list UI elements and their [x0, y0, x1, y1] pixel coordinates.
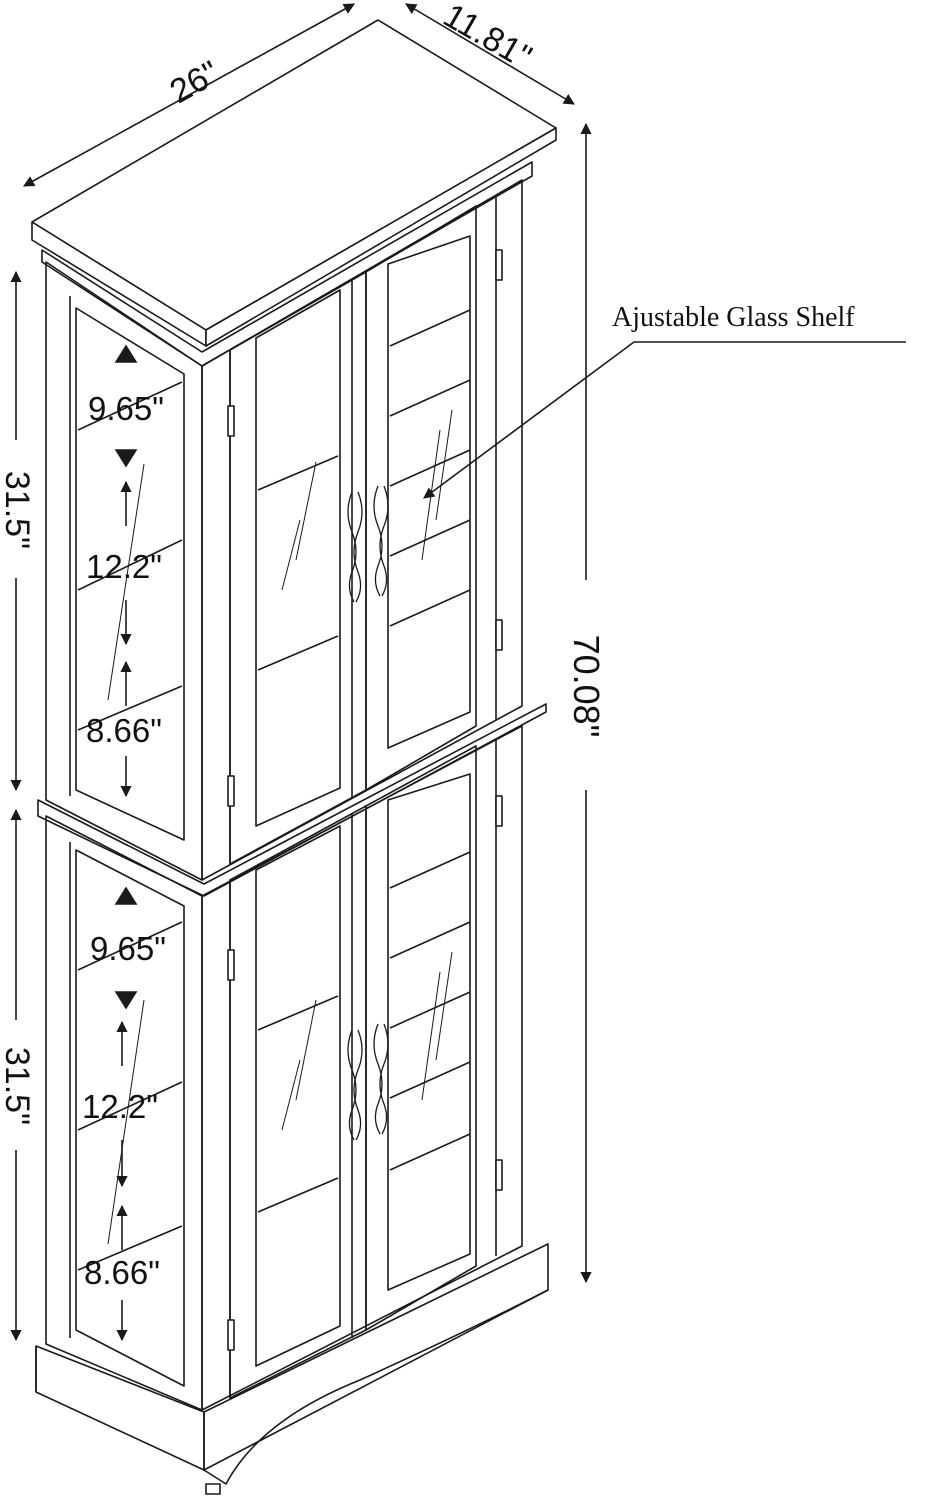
lower-section-label: 31.5" [0, 1047, 36, 1125]
width-dimension-line [23, 3, 355, 187]
dimension-lines [10, 3, 906, 1342]
lower-side-glass [75, 849, 185, 1387]
height-label: 70.08" [566, 635, 607, 738]
cabinet-drawing [31, 19, 557, 1495]
upper-front-frame [201, 179, 523, 881]
lower-arrow-1-down [114, 991, 138, 1010]
lower-arrow-1-up [114, 886, 138, 905]
cabinet-top-edge-right [205, 127, 557, 347]
width-label: 26" [164, 54, 226, 111]
upper-left-door-glass [255, 289, 341, 827]
crown-moulding [41, 161, 533, 367]
lower-right-door [365, 745, 477, 1331]
upper-arrow-1-up [114, 344, 138, 363]
upper-section-label: 31.5" [0, 471, 36, 549]
lower-left-door-glass [255, 825, 341, 1367]
lower-spacing-bottom: 8.66" [84, 1254, 160, 1291]
upper-spacing-bottom: 8.66" [86, 712, 162, 749]
upper-spacing-top: 9.65" [88, 390, 164, 427]
lower-front-frame [201, 725, 523, 1411]
cabinet-top-edge [31, 221, 207, 347]
lower-spacing-top: 9.65" [90, 930, 166, 967]
lower-left-door [229, 805, 367, 1399]
base-apron [203, 1289, 549, 1485]
upper-arrow-1-down [114, 449, 138, 468]
upper-side-glass [75, 307, 185, 841]
lower-spacing-middle: 12.2" [82, 1088, 158, 1125]
callout-label: Ajustable Glass Shelf [612, 302, 855, 333]
upper-spacing-middle: 12.2" [86, 548, 162, 585]
middle-ledge [37, 703, 547, 897]
upper-door-handles [347, 485, 389, 603]
lower-right-door-glass [387, 773, 471, 1291]
depth-dimension-line [405, 3, 575, 105]
upper-left-door [229, 271, 367, 865]
upper-right-door [365, 205, 477, 791]
callout-leader-line [423, 341, 906, 499]
upper-right-door-glass [387, 235, 471, 749]
lower-door-handles [347, 1023, 389, 1141]
